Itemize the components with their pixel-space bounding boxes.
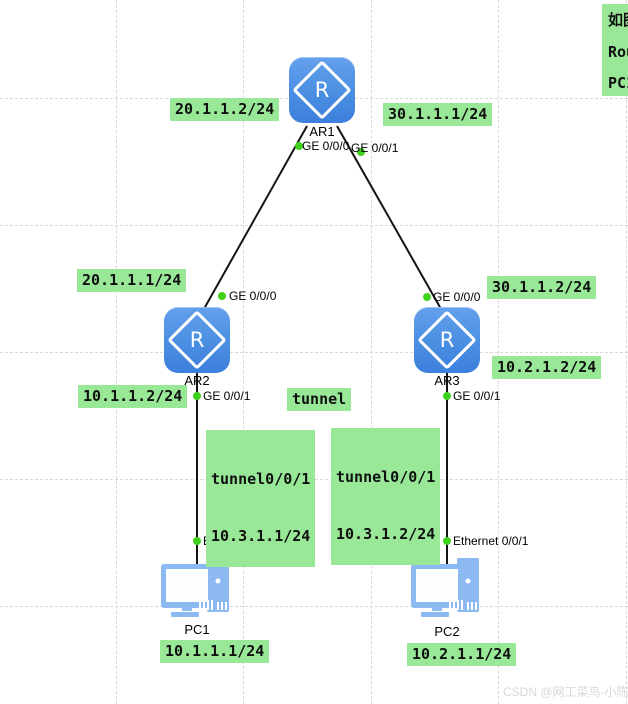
annotation-ip[interactable]: 10.2.1.2/24: [492, 356, 602, 379]
pc-icon: [161, 558, 229, 617]
note-line: PC1: [608, 74, 628, 92]
annotation-ip[interactable]: 10.1.1.1/24: [160, 640, 270, 663]
annotation-line: 10.3.1.1/24: [211, 527, 311, 545]
annotation-ip[interactable]: 10.2.1.1/24: [407, 643, 517, 666]
port-label-ar1-ge001: GE 0/0/1: [351, 141, 399, 155]
port-dot-ar1-ge001: [357, 148, 365, 156]
gridline-vertical: [116, 0, 117, 704]
annotation-ip[interactable]: 30.1.1.2/24: [487, 276, 597, 299]
port-label-ar2-ge000: GE 0/0/0: [229, 289, 277, 303]
port-dot-ar3-ge000: [423, 293, 431, 301]
annotation-ip[interactable]: 20.1.1.2/24: [170, 98, 280, 121]
port-label-ar3-ge001: GE 0/0/1: [453, 389, 501, 403]
router-letter: R: [189, 327, 205, 352]
device-label-pc1: PC1: [184, 622, 210, 637]
annotation-tunnel-interface[interactable]: tunnel0/0/1 10.3.1.1/24: [206, 430, 316, 567]
device-label-pc2: PC2: [434, 624, 460, 639]
port-dot-pc1-eth: [193, 537, 201, 545]
csdn-watermark: CSDN @网工菜鸟-小陈: [503, 685, 628, 699]
device-label-ar1: AR1: [309, 124, 335, 139]
port-label-pc2-eth: Ethernet 0/0/1: [453, 534, 529, 548]
annotation-ip[interactable]: 30.1.1.1/24: [383, 103, 493, 126]
device-pc2[interactable]: [411, 556, 483, 622]
device-router-ar3[interactable]: R: [414, 307, 480, 373]
annotation-tunnel[interactable]: tunnel: [287, 388, 352, 411]
port-dot-ar2-ge000: [218, 292, 226, 300]
gridline-vertical: [371, 0, 372, 704]
link-ar1-ar2[interactable]: [199, 125, 308, 317]
device-pc1[interactable]: [161, 556, 233, 622]
note-line: Rou: [608, 43, 628, 61]
router-letter: R: [314, 77, 330, 102]
pc-icon: [411, 558, 479, 617]
port-label-ar2-ge001: GE 0/0/1: [203, 389, 251, 403]
port-dot-ar1-ge000: [295, 142, 303, 150]
annotation-ip[interactable]: 20.1.1.1/24: [77, 269, 187, 292]
gridline-vertical: [626, 0, 627, 704]
annotation-ip[interactable]: 10.1.1.2/24: [78, 385, 188, 408]
port-dot-ar3-ge001: [443, 392, 451, 400]
annotation-line: 10.3.1.2/24: [336, 525, 436, 543]
port-label-ar3-ge000: GE 0/0/0: [433, 290, 481, 304]
note-line: 如图: [608, 11, 628, 29]
device-router-ar2[interactable]: R: [164, 307, 230, 373]
router-letter: R: [439, 327, 455, 352]
gridline-vertical: [243, 0, 244, 704]
link-ar1-ar3[interactable]: [336, 125, 446, 317]
gridline-horizontal: [0, 225, 628, 226]
gridline-horizontal: [0, 606, 628, 607]
device-router-ar1[interactable]: R: [289, 57, 355, 123]
annotation-tunnel-interface[interactable]: tunnel0/0/1 10.3.1.2/24: [331, 428, 441, 565]
gridline-horizontal: [0, 352, 628, 353]
gridline-vertical: [498, 0, 499, 704]
annotation-note[interactable]: 如图 Rou PC1: [602, 4, 628, 96]
annotation-line: tunnel0/0/1: [211, 470, 311, 488]
device-label-ar3: AR3: [434, 373, 460, 388]
device-label-ar2: AR2: [184, 373, 210, 388]
port-dot-ar2-ge001: [193, 392, 201, 400]
annotation-line: tunnel0/0/1: [336, 468, 436, 486]
port-label-ar1-ge000: GE 0/0/0: [302, 139, 350, 153]
port-dot-pc2-eth: [443, 537, 451, 545]
